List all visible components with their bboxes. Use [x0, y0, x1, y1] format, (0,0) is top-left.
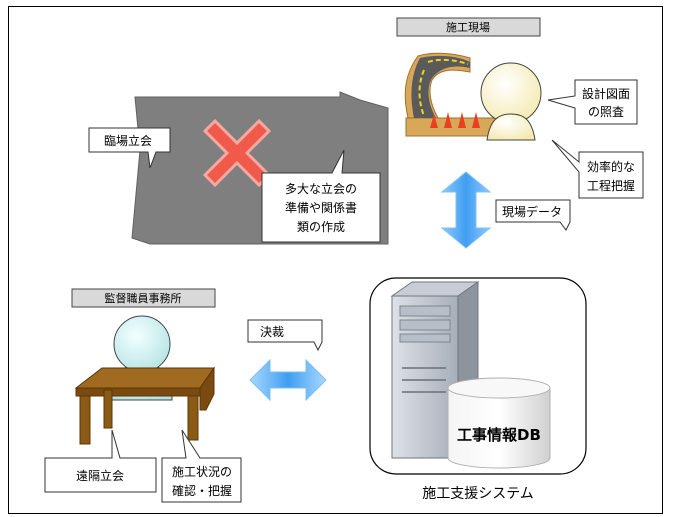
- callout-remote: 遠隔立会: [76, 468, 124, 483]
- callout-drawing-line2: の照査: [588, 105, 624, 119]
- callout-rinjo-box: [88, 127, 171, 169]
- callout-schedule-line1: 効率的な: [587, 159, 635, 174]
- site-header-box: [396, 17, 541, 37]
- callout-burden-line2: 準備や関係書: [285, 200, 357, 215]
- callout-approval-box: [247, 319, 323, 352]
- callout-drawing-box: [547, 79, 638, 125]
- callout-status-line1: 施工状況の: [172, 464, 232, 479]
- callout-schedule-line2: 工程把握: [587, 178, 635, 193]
- db-label: 工事情報DB: [457, 426, 541, 444]
- desk-icon: [74, 366, 215, 445]
- database-icon: [447, 377, 551, 469]
- diagram-frame: [8, 6, 663, 514]
- callout-burden-box: [261, 149, 381, 243]
- site-data-arrow: [440, 171, 492, 249]
- callout-remote-box: [44, 429, 157, 493]
- callout-site-data-box: [495, 199, 571, 231]
- office-header-box: [71, 288, 216, 308]
- approval-arrow: [249, 358, 327, 402]
- callout-rinjo: 臨場立会: [104, 133, 152, 148]
- callout-drawing-line1: 設計図面: [582, 86, 630, 101]
- callout-burden-line1: 多大な立会の: [285, 181, 357, 196]
- callout-site-data: 現場データ: [502, 204, 562, 219]
- site-worker-icon: [480, 62, 542, 141]
- road-scene: [404, 52, 501, 137]
- office-header: 監督職員事務所: [105, 291, 182, 305]
- callout-approval: 決裁: [260, 325, 284, 339]
- callout-schedule-box: [551, 139, 644, 199]
- site-header: 施工現場: [446, 21, 490, 34]
- system-label: 施工支援システム: [422, 486, 534, 502]
- callout-burden-line3: 類の作成: [297, 220, 345, 234]
- callout-status-line2: 確認・把握: [172, 483, 232, 498]
- callout-status-box: [161, 429, 242, 503]
